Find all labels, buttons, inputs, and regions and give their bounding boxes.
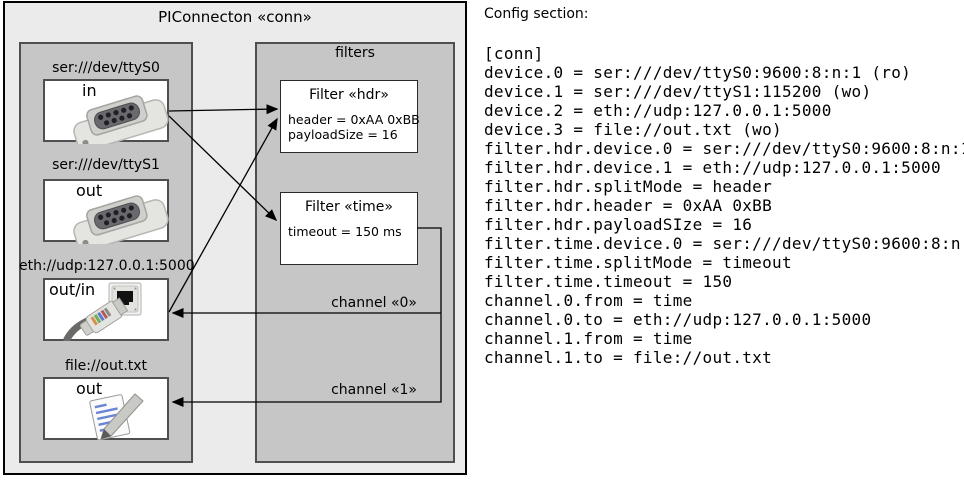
filter-time-box: Filter «time» timeout = 150 ms <box>280 192 418 265</box>
port-label: out/in <box>49 280 96 299</box>
device-label-ttys0: ser:///dev/ttyS0 <box>52 60 160 76</box>
device-label-file: file://out.txt <box>64 358 148 374</box>
filter-time-title: Filter «time» <box>305 199 393 215</box>
file-note-icon <box>89 393 144 440</box>
device-box-ttys0: in <box>43 79 169 144</box>
port-label: in <box>82 81 97 100</box>
filter-hdr-attrs: header = 0xAA 0xBB payloadSize = 16 <box>288 112 420 142</box>
config-heading: Config section: <box>484 6 589 22</box>
device-label-ttys1: ser:///dev/ttyS1 <box>52 157 160 173</box>
device-label-eth: eth://udp:127.0.0.1:5000 <box>19 258 195 274</box>
filter-hdr-box: Filter «hdr» header = 0xAA 0xBB payloadS… <box>280 80 420 153</box>
serial-connector-icon <box>73 95 169 144</box>
device-box-file: out <box>43 377 169 440</box>
device-box-eth: out/in <box>43 278 169 341</box>
device-box-ttys1: out <box>43 179 169 244</box>
serial-connector-icon <box>73 195 169 244</box>
channel-1-label: channel «1» <box>331 382 417 398</box>
filter-hdr-title: Filter «hdr» <box>309 87 389 103</box>
filter-time-attrs: timeout = 150 ms <box>288 224 402 239</box>
port-label: out <box>76 379 103 398</box>
channel-0-label: channel «0» <box>331 295 417 311</box>
filters-label: filters <box>335 45 375 61</box>
config-listing: [conn] device.0 = ser:///dev/ttyS0:9600:… <box>484 44 964 367</box>
ethernet-plug-icon <box>63 297 129 341</box>
diagram-title: PIConnecton «conn» <box>158 8 312 26</box>
port-label: out <box>76 181 103 200</box>
